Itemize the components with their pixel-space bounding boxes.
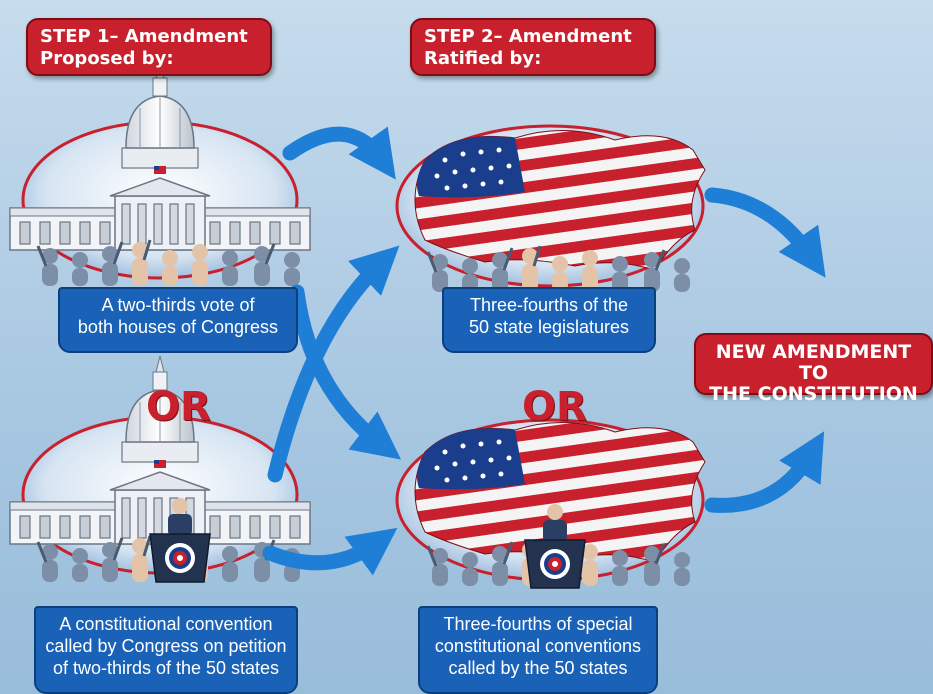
caption-line: Three-fourths of the [469,295,629,315]
step-1-subtitle: Proposed by: [40,48,174,69]
caption-line: called by Congress on petition [45,636,287,656]
step-2-subtitle: Ratified by: [424,48,542,69]
caption-line: both houses of Congress [77,317,279,337]
caption-line: 50 state legislatures [468,317,630,337]
step-2-banner: STEP 2– Amendment Ratified by: [410,18,656,76]
caption-line: A constitutional convention [59,614,273,634]
step-1-title: STEP 1– Amendment [40,26,248,47]
caption-line: Three-fourths of special [443,614,633,634]
step-1-banner: STEP 1– Amendment Proposed by: [26,18,272,76]
arrow-convention-to-legislatures [267,245,400,483]
caption-line: called by the 50 states [448,658,628,678]
caption-state-legislatures: Three-fourths of the 50 state legislatur… [442,287,656,353]
caption-line: of two-thirds of the 50 states [52,658,280,678]
caption-line: A two-thirds vote of [101,295,255,315]
step-2-title: STEP 2– Amendment [424,26,632,47]
new-amendment-line: NEW AMENDMENT TO [715,341,912,384]
arrow-congress-to-legislatures [282,126,396,180]
caption-congress-vote: A two-thirds vote of both houses of Cong… [58,287,298,353]
caption-state-conventions: Three-fourths of special constitutional … [418,606,658,694]
arrow-legislatures-to-new-amendment [704,187,826,278]
caption-constitutional-convention: A constitutional convention called by Co… [34,606,298,694]
arrow-congress-to-state-conventions [289,284,402,460]
caption-line: constitutional conventions [434,636,642,656]
new-amendment-line: THE CONSTITUTION [709,383,918,405]
or-label-proposal: OR [146,384,211,430]
or-label-ratification: OR [522,384,587,430]
arrow-convention-to-state-conventions [262,527,398,576]
us-flag-map-icon [414,129,706,271]
arrow-state-conventions-to-new-amendment [704,431,825,513]
new-amendment-banner: NEW AMENDMENT TO THE CONSTITUTION [694,333,933,405]
